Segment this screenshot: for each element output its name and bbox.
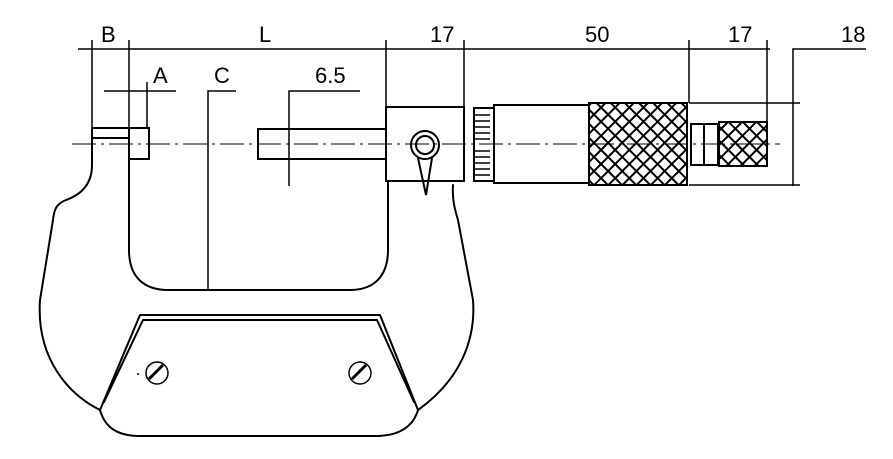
screw-left bbox=[145, 361, 169, 385]
dim-label-thimble-diameter: 18 bbox=[841, 22, 866, 47]
dim-label-c: C bbox=[214, 63, 230, 88]
dim-label-ratchet-length: 17 bbox=[728, 22, 753, 47]
frame-outline bbox=[38, 127, 101, 411]
screw-right bbox=[348, 361, 372, 385]
dim-label-b: B bbox=[101, 22, 116, 47]
dim-label-a: A bbox=[153, 63, 168, 88]
dim-label-sleeve-length: 17 bbox=[430, 22, 455, 47]
insulation-plate bbox=[99, 314, 419, 437]
dim-label-spindle-diameter: 6.5 bbox=[315, 63, 346, 88]
dim-label-l: L bbox=[259, 22, 272, 47]
lock-lever bbox=[410, 130, 440, 160]
frame-inner bbox=[128, 154, 389, 291]
dim-label-thimble-length: 50 bbox=[585, 22, 610, 47]
anvil bbox=[91, 127, 130, 139]
